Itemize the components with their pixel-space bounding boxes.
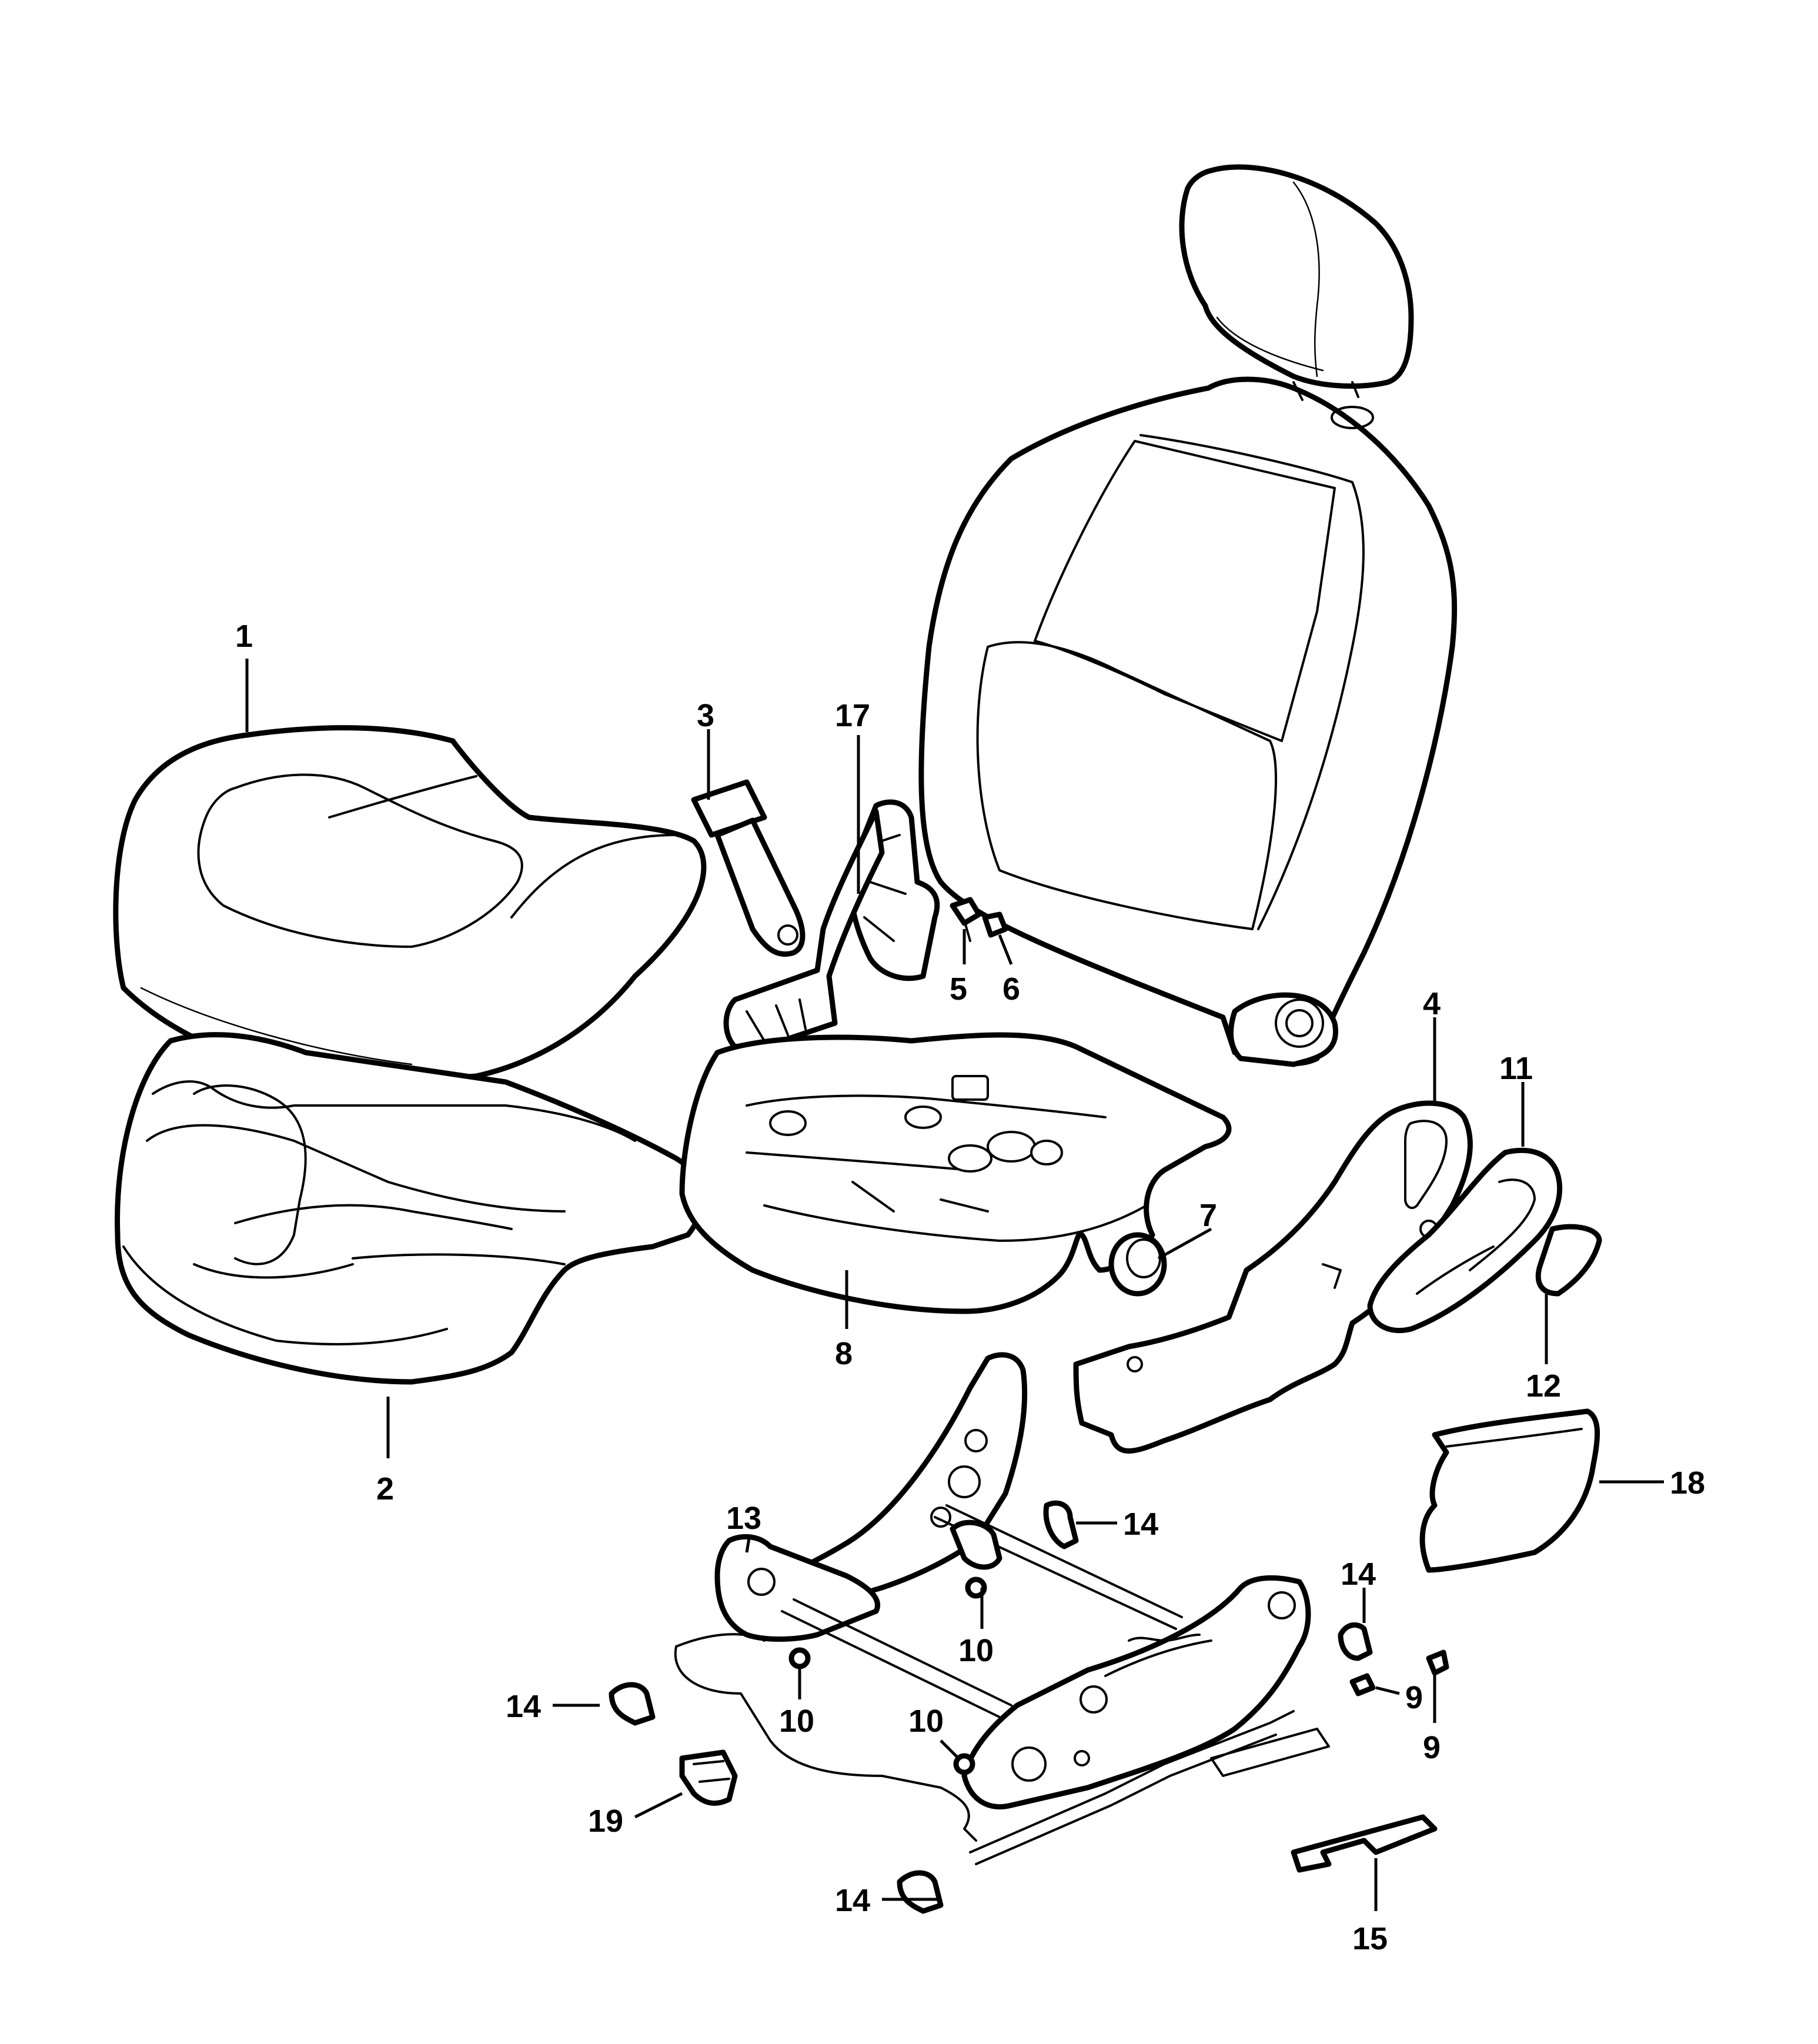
callout-9a: 9 — [1405, 1680, 1423, 1715]
track-cover — [609, 1500, 1373, 1914]
callout-14c: 14 — [506, 1689, 541, 1724]
bolt — [950, 897, 982, 942]
screw — [1349, 1649, 1449, 1696]
seat-pan — [679, 1032, 1232, 1314]
side-trim-panel — [1073, 1100, 1473, 1454]
headrest — [1179, 164, 1414, 401]
seat-cushion-pad — [115, 1032, 706, 1385]
recliner-knob — [1108, 1232, 1167, 1297]
callout-14a: 14 — [1123, 1507, 1158, 1542]
nut — [982, 911, 1008, 938]
callout-10b: 10 — [779, 1704, 814, 1739]
seat-belt-buckle-bracket — [723, 799, 940, 1050]
callout-5: 5 — [950, 971, 967, 1007]
callout-1: 1 — [235, 619, 253, 654]
callout-2: 2 — [376, 1471, 394, 1507]
callout-15: 15 — [1352, 1921, 1388, 1956]
callout-11: 11 — [1499, 1051, 1533, 1086]
seat-track-frame — [674, 1352, 1330, 1865]
seat-back — [918, 376, 1458, 1067]
callout-6: 6 — [1002, 971, 1020, 1007]
callout-14d: 14 — [835, 1883, 870, 1918]
recliner-lever — [1367, 1147, 1563, 1334]
trim-cover — [1419, 1408, 1600, 1573]
callout-10a: 10 — [958, 1633, 994, 1668]
callout-13: 13 — [726, 1501, 761, 1536]
callout-8: 8 — [835, 1336, 853, 1371]
callout-18: 18 — [1670, 1465, 1705, 1501]
seat-belt-buckle — [691, 779, 806, 957]
callout-3: 3 — [697, 698, 714, 733]
callout-9b: 9 — [1423, 1730, 1441, 1765]
lever-cap — [1535, 1224, 1602, 1297]
callout-12: 12 — [1526, 1368, 1561, 1404]
callout-10c: 10 — [908, 1704, 944, 1739]
leader-lines — [245, 659, 1664, 1911]
callout-labels: 1 2 3 4 5 6 7 8 9 9 10 10 10 11 12 13 14… — [235, 619, 1705, 1956]
callout-4: 4 — [1423, 986, 1441, 1021]
bracket — [1291, 1814, 1438, 1873]
callout-19: 19 — [588, 1803, 623, 1839]
clip — [679, 1749, 738, 1806]
callout-14b: 14 — [1341, 1557, 1376, 1592]
seat-cushion-cover — [113, 725, 707, 1083]
callout-17: 17 — [835, 698, 870, 733]
callout-7: 7 — [1199, 1198, 1217, 1233]
